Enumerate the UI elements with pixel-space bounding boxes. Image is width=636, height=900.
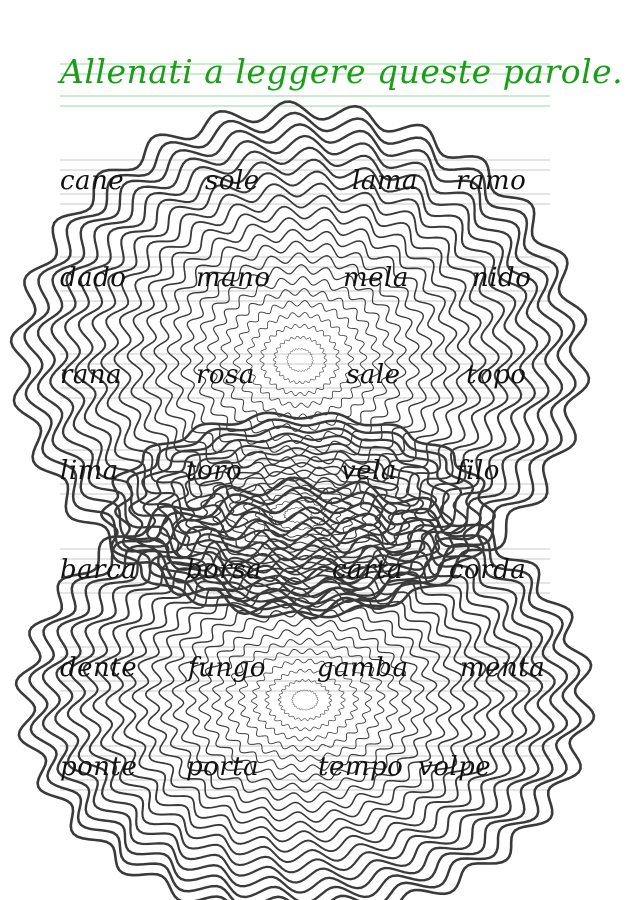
word-cell: rosa [196,360,255,390]
word-cell: sole [205,166,260,196]
word-cell: nido [472,263,532,293]
word-cell: dente [60,653,138,683]
word-cell: cane [60,166,125,196]
word-cell: gamba [317,653,409,683]
word-cell: barca [60,555,138,585]
word-cell: ponte [60,752,138,782]
word-cell: volpe [418,752,492,782]
word-cell: lima [60,456,119,486]
word-cell: dado [60,263,127,293]
word-cell: menta [460,653,546,683]
word-cell: fungo [188,653,266,683]
word-cell: mano [196,263,271,293]
word-cell: sale [346,360,401,390]
word-cell: lama [352,166,418,196]
word-cell: filo [456,456,500,486]
word-cell: rana [60,360,123,390]
word-cell: toro [186,456,243,486]
word-cell: porta [186,752,260,782]
title-ruling [60,63,550,107]
word-cell: corda [449,555,527,585]
word-cell: vela [341,456,397,486]
word-cell: borsa [186,555,263,585]
word-cell: topo [466,360,527,390]
word-cell: ramo [456,166,527,196]
page-title: Allenati a leggere queste parole. [60,52,624,91]
word-cell: tempo [318,752,404,782]
word-cell: mela [343,263,409,293]
word-cell: carta [332,555,403,585]
